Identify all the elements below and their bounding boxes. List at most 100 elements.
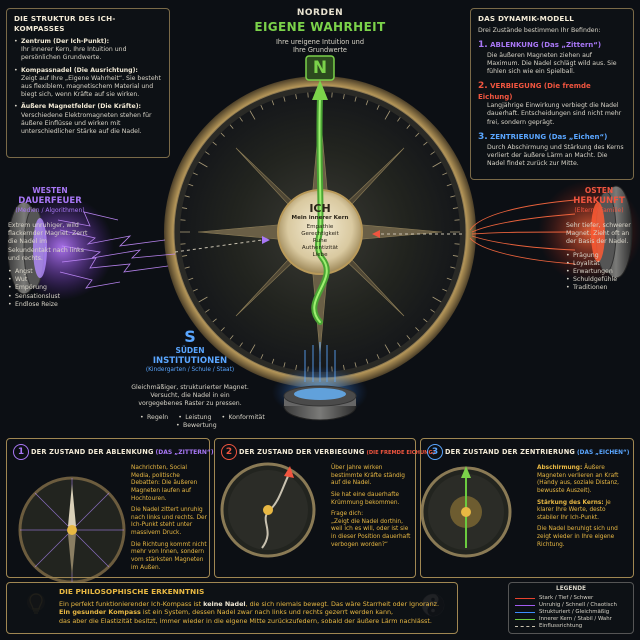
compass-tick (229, 124, 234, 129)
panel-para: „Zeigt die Nadel dorthin, weil ich es wi… (331, 518, 411, 548)
compass-tick (271, 100, 275, 106)
panel-title-sub: (DIE FREMDE EICHUNG) (366, 450, 436, 456)
panel-verbiegung: 2 DER ZUSTAND DER VERBIEGUNG (DIE FREMDE… (214, 438, 435, 578)
panel-para: Sie hat eine dauerhafte Krümmung bekomme… (331, 491, 400, 506)
compass-tick (260, 104, 264, 110)
panel-title-sub: (DAS „ZITTERN“) (155, 449, 214, 456)
east-label: OSTEN (584, 186, 614, 195)
dynamics-intro: Drei Zustände bestimmen Ihr Befinden: (478, 26, 601, 34)
compass-tick (415, 132, 420, 137)
panel-body: Über Jahre wirken bestimmte Kräfte ständ… (331, 465, 411, 549)
core-value: Authentizität (301, 245, 339, 252)
compass-tick (452, 255, 458, 257)
core-value: Empathie (306, 224, 334, 231)
panel-para: Die Richtung kommt nicht mehr von Innen,… (131, 541, 207, 571)
compass-tick (430, 309, 435, 313)
west-title: DAUERFEUER (18, 195, 82, 206)
dynamics-state-num: 3. (478, 131, 488, 142)
panel-number: 3 (427, 444, 443, 460)
west-body: Extrem unruhiger, wild flackernder Magne… (8, 222, 88, 309)
panel-zentrierung: 3 DER ZUSTAND DER ZENTRIERUNG (DAS „EICH… (420, 438, 634, 578)
legend-item: Unruhig / Schnell / Chaotisch (515, 602, 627, 609)
south-title: INSTITUTIONEN (152, 355, 228, 366)
core-group: ICH Mein innerer Kern Empathie Gerechtig… (280, 203, 360, 259)
legend-swatch (515, 612, 535, 614)
compass-tick (442, 172, 448, 176)
compass-tick (229, 335, 234, 340)
legend-item: Stark / Tief / Schwer (515, 595, 627, 602)
list-item: Leistung (178, 414, 211, 422)
panel-title-sub: (DAS „EICHEN“) (577, 450, 630, 456)
compass-tick (376, 104, 380, 110)
compass-tick (192, 288, 198, 292)
core-title: ICH (309, 202, 331, 215)
compass-tick (249, 110, 256, 120)
north-title: EIGENE WAHRHEIT (254, 19, 386, 34)
panel-head: Stärkung des Kerns: (537, 499, 604, 506)
compass-tick (212, 141, 217, 146)
list-item: Wut (8, 276, 88, 284)
legend-title: LEGENDE (556, 586, 586, 592)
philosophy-text: ist ein System, dessen Nadel zwar nach l… (140, 608, 394, 617)
list-item: Angst (8, 268, 88, 276)
panel-para: Äußere Magneten verlieren an Kraft (Hand… (537, 465, 620, 494)
compass-tick (295, 94, 297, 100)
south-header: S SÜDEN INSTITUTIONEN (Kindergarten / Sc… (110, 328, 270, 375)
compass-tick (184, 266, 190, 269)
panel-para: Je klarer Ihre Werte, desto stabiler Ihr… (537, 499, 611, 521)
east-desc: Sehr tiefer, schwerer Magnet. Zieht oft … (566, 222, 631, 246)
north-label-group: NORDEN EIGENE WAHRHEIT Ihre ureigene Int… (240, 8, 400, 55)
compass-tick (384, 110, 391, 120)
structure-item-head: Kompassnadel (Die Ausrichtung): (21, 66, 138, 74)
panel-para: Nachrichten, Social Media, politische De… (131, 465, 198, 502)
dynamics-state-num: 2. (478, 81, 488, 92)
dynamics-title: DAS DYNAMIK-MODELL (478, 14, 575, 23)
structure-title: DIE STRUKTUR DES ICH-KOMPASSES (14, 14, 116, 33)
dynamics-state-name: ABLENKUNG (Das „Zittern“) (490, 40, 602, 49)
south-sub: (Kindergarten / Schule / Staat) (145, 367, 235, 374)
panel-title: DER ZUSTAND DER ABLENKUNG (30, 448, 154, 456)
dynamics-state-text: Durch Abschirmung und Stärkung des Kerns… (487, 143, 624, 168)
compass-tick (192, 172, 198, 176)
legend-item: Innerer Kern / Stabil / Wahr (515, 616, 627, 623)
list-item: Konformität (222, 414, 265, 422)
compass-tick (198, 161, 208, 168)
compass-tick (450, 266, 456, 269)
list-item: Schuldgefühle (566, 276, 636, 284)
compass-tick (423, 318, 428, 323)
core-sub: Mein innerer Kern (291, 215, 349, 221)
compass-tick (406, 335, 411, 340)
structure-item: Äußere Magnetfelder (Die Kräfte):Verschi… (14, 103, 162, 136)
compass-tick (397, 117, 401, 122)
list-item: Prägung (566, 252, 636, 260)
list-item: Sensationslust (8, 293, 88, 301)
philosophy-emph: keine Nadel (203, 599, 246, 608)
compass-tick (205, 151, 210, 155)
west-list: Angst Wut Empörung Sensationslust Endlos… (8, 268, 88, 309)
philosophy-line: Ein perfekt funktionierender Ich-Kompass… (59, 600, 449, 608)
legend-item: Einflussrichtung (515, 623, 627, 630)
core-value: Gerechtigkeit (301, 231, 339, 238)
structure-item-text: Zeigt auf Ihre „Eigene Wahrheit“. Sie be… (21, 74, 161, 99)
east-list: Prägung Loyalität Erwartungen Schuldgefü… (566, 252, 636, 293)
core-value: Ruhe (312, 238, 328, 245)
east-sub: (Eltern / Familie) (574, 207, 624, 215)
panel-title: DER ZUSTAND DER ZENTRIERUNG (444, 448, 576, 456)
legend-label: Strukturiert / Gleichmäßig (539, 609, 610, 616)
list-item: Traditionen (566, 284, 636, 292)
compass-tick (430, 151, 435, 155)
list-item: Empörung (8, 284, 88, 292)
compass-tick (406, 124, 411, 129)
north-label: NORDEN (296, 8, 344, 18)
list-item: Bewertung (176, 422, 217, 430)
panel-para: Die Nadel beruhigt sich und zeigt wieder… (537, 526, 618, 548)
compass-tick (239, 342, 243, 347)
panel-head: Abschirmung: (537, 465, 583, 471)
west-header: WESTEN DAUERFEUER (Medien / Algorithmen) (2, 186, 98, 215)
compass-tick (249, 344, 256, 354)
philosophy-line: das aber die Elastizität besitzt, immer … (59, 616, 432, 625)
compass-tick (432, 161, 442, 168)
philosophy-emph: Ein gesunder Kompass (59, 608, 141, 617)
south-letter: S (184, 327, 196, 346)
